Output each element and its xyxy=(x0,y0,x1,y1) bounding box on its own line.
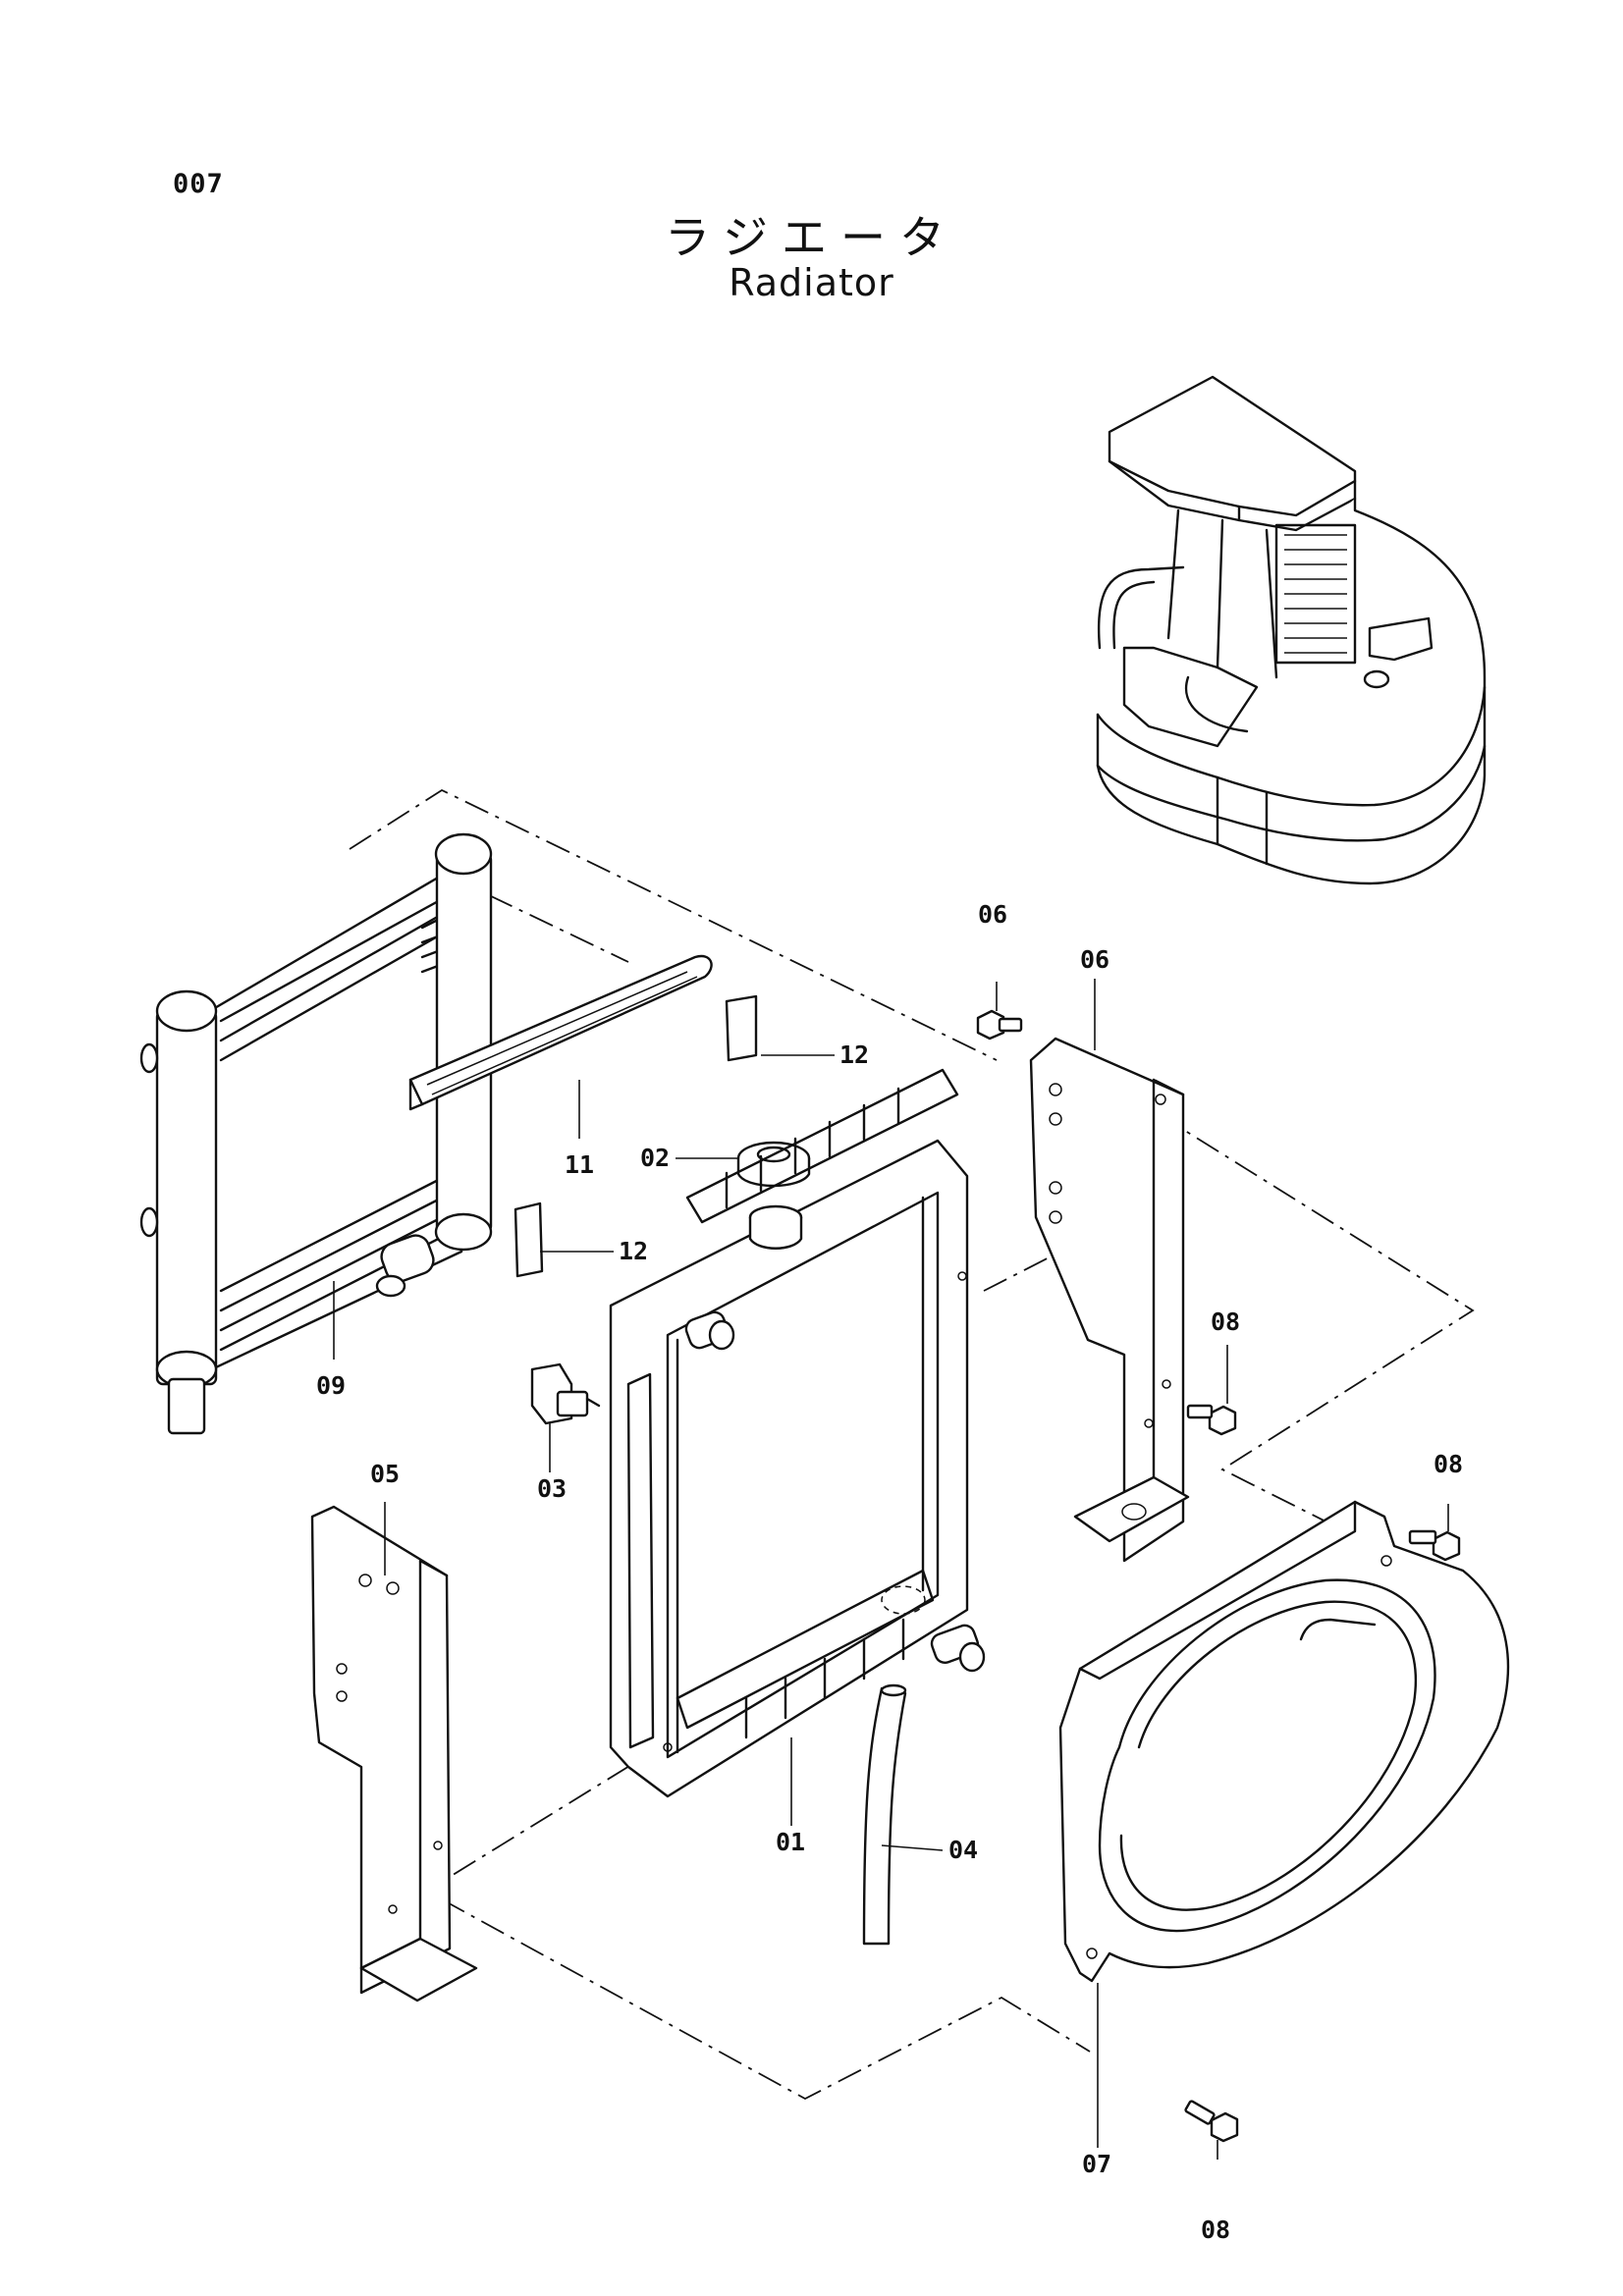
part-10-bolt xyxy=(976,1009,1023,1041)
part-02-radiator-cap xyxy=(736,1141,811,1188)
label-12-lower: 12 xyxy=(619,1237,648,1265)
part-03-drain-cock xyxy=(530,1362,601,1425)
part-12-sponge-pads xyxy=(514,994,758,1278)
part-06-right-bracket xyxy=(1029,1037,1190,1563)
label-08-lower: 08 xyxy=(1201,2216,1230,2244)
label-08-upper: 08 xyxy=(1211,1308,1240,1336)
title-japanese: ラジエータ xyxy=(664,211,959,264)
part-01-radiator xyxy=(609,1068,986,1798)
part-11-seal-strip xyxy=(408,954,713,1111)
label-08-right: 08 xyxy=(1434,1450,1463,1478)
page-number: 007 xyxy=(173,169,224,199)
machine-overview-illustration xyxy=(1096,375,1487,885)
leader-lines xyxy=(333,979,1449,2160)
part-labels: 06 06 12 11 02 12 08 09 08 05 03 01 04 0… xyxy=(316,900,1463,2244)
label-05: 05 xyxy=(370,1460,400,1488)
part-08-bolt-lower xyxy=(1184,2100,1239,2143)
label-12-upper: 12 xyxy=(839,1041,869,1069)
part-05-left-bracket xyxy=(310,1505,478,2002)
label-11: 11 xyxy=(565,1150,594,1179)
label-06: 06 xyxy=(1080,945,1109,974)
label-07: 07 xyxy=(1082,2150,1111,2178)
part-07-fan-shroud xyxy=(1058,1500,1510,1983)
label-03: 03 xyxy=(537,1474,567,1503)
label-10: 06 xyxy=(978,900,1007,929)
label-02: 02 xyxy=(640,1144,670,1172)
part-08-bolt-right xyxy=(1408,1529,1461,1562)
label-01: 01 xyxy=(776,1828,805,1856)
part-04-hose xyxy=(862,1683,907,1946)
part-08-bolt-upper xyxy=(1186,1404,1237,1436)
label-09: 09 xyxy=(316,1371,346,1400)
title-english: Radiator xyxy=(729,261,894,304)
part-09-oil-cooler xyxy=(139,832,493,1435)
label-04: 04 xyxy=(948,1836,978,1864)
